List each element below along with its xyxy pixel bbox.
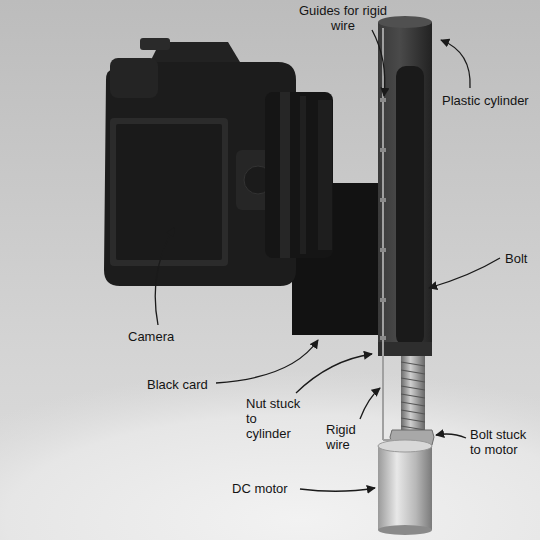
dc-motor <box>378 440 432 535</box>
part-label: Black card <box>147 377 208 392</box>
bolt <box>396 66 424 346</box>
part-label: Guides for rigid wire <box>296 3 390 33</box>
part-label: Nut stuck to cylinder <box>246 396 302 441</box>
leader-line <box>436 434 466 438</box>
leader-line <box>300 488 375 491</box>
part-label: Rigid wire <box>326 422 370 452</box>
leader-line <box>429 258 500 288</box>
plastic-cylinder <box>378 16 432 356</box>
camera <box>104 38 333 286</box>
part-label: Plastic cylinder <box>442 93 529 108</box>
leader-line <box>441 40 470 88</box>
part-label: DC motor <box>232 481 288 496</box>
leader-line <box>155 228 174 325</box>
threaded-bolt <box>390 356 434 445</box>
floor <box>0 370 540 540</box>
leader-line <box>216 340 318 383</box>
part-label: Bolt <box>505 251 527 266</box>
leader-line <box>372 30 385 96</box>
rigid-wire <box>380 28 392 440</box>
leader-line <box>360 388 380 419</box>
part-label: Camera <box>128 329 174 344</box>
part-label: Bolt stuck to motor <box>470 427 536 457</box>
leader-line <box>296 354 372 393</box>
